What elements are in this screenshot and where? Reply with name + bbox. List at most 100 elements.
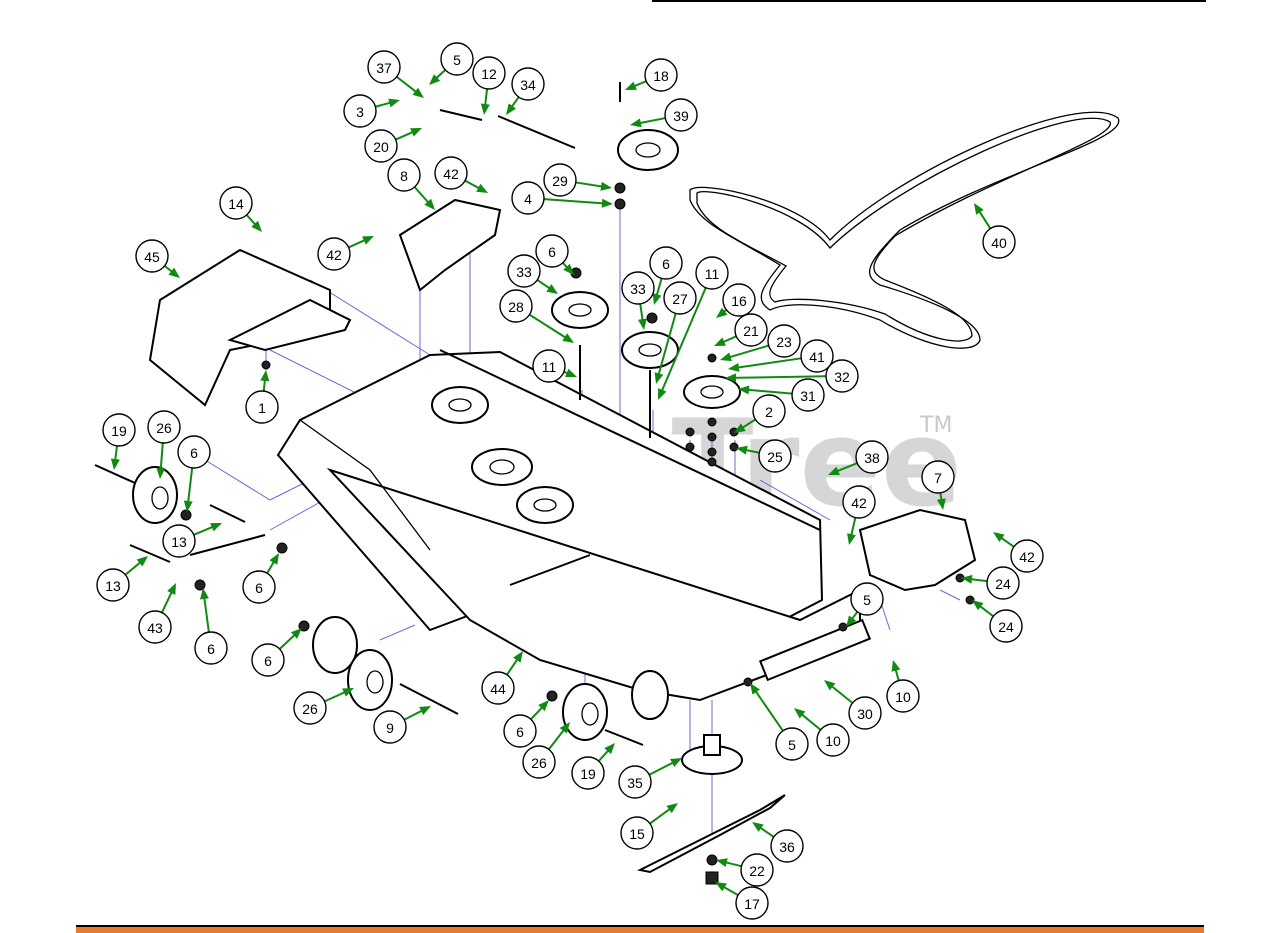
part-callout-6[interactable]: 6 [535, 234, 569, 268]
part-callout-5[interactable]: 5 [440, 42, 474, 76]
part-callout-37[interactable]: 37 [367, 50, 401, 84]
callout-number: 28 [508, 299, 524, 315]
leader-arrowhead [183, 500, 193, 512]
part-callout-6[interactable]: 6 [649, 246, 683, 280]
leader-arrowhead [565, 368, 577, 378]
part-callout-11[interactable]: 11 [532, 349, 566, 383]
leader-line [528, 313, 570, 341]
callout-number: 19 [580, 766, 596, 782]
part-callout-34[interactable]: 34 [511, 67, 545, 101]
part-callout-45[interactable]: 45 [135, 239, 169, 273]
leader-arrowhead [604, 743, 615, 755]
part-callout-6[interactable]: 6 [177, 435, 211, 469]
part-callout-32[interactable]: 32 [825, 359, 859, 393]
part-callout-33[interactable]: 33 [621, 271, 655, 305]
callout-number: 31 [800, 388, 816, 404]
discharge-deflector [148, 248, 352, 407]
callout-number: 38 [864, 450, 880, 466]
callout-circle [138, 610, 172, 644]
part-callout-28[interactable]: 28 [499, 289, 533, 323]
part-callout-38[interactable]: 38 [855, 440, 889, 474]
part-callout-41[interactable]: 41 [800, 339, 834, 373]
leader-arrowhead [601, 198, 613, 208]
part-callout-8[interactable]: 8 [387, 158, 421, 192]
part-callout-19[interactable]: 19 [571, 756, 605, 790]
part-callout-3[interactable]: 3 [343, 94, 377, 128]
callout-circle [245, 390, 279, 424]
part-callout-44[interactable]: 44 [481, 671, 515, 705]
callout-circle [135, 239, 169, 273]
part-callout-20[interactable]: 20 [364, 129, 398, 163]
part-callout-29[interactable]: 29 [543, 163, 577, 197]
callout-circle [242, 570, 276, 604]
part-callout-40[interactable]: 40 [982, 225, 1016, 259]
part-callout-16[interactable]: 16 [722, 283, 756, 317]
part-callout-17[interactable]: 17 [735, 886, 769, 920]
callout-circle [440, 42, 474, 76]
leader-arrowhead [715, 882, 727, 892]
part-callout-7[interactable]: 7 [921, 460, 955, 494]
part-callout-42[interactable]: 42 [317, 237, 351, 271]
part-callout-9[interactable]: 9 [373, 710, 407, 744]
part-callout-5[interactable]: 5 [775, 727, 809, 761]
part-callout-19[interactable]: 19 [102, 413, 136, 447]
part-callout-25[interactable]: 25 [758, 439, 792, 473]
part-callout-26[interactable]: 26 [147, 410, 181, 444]
part-callout-10[interactable]: 10 [816, 723, 850, 757]
part-callout-11[interactable]: 11 [695, 256, 729, 290]
part-callout-6[interactable]: 6 [194, 631, 228, 665]
leader-arrowhead [269, 553, 279, 565]
part-callout-24[interactable]: 24 [986, 566, 1020, 600]
leader-arrowhead [538, 700, 549, 712]
leader-arrowhead [506, 103, 517, 115]
part-callout-13[interactable]: 13 [96, 568, 130, 602]
part-callout-15[interactable]: 15 [620, 816, 654, 850]
part-callout-18[interactable]: 18 [644, 58, 678, 92]
part-callout-6[interactable]: 6 [503, 714, 537, 748]
part-callout-23[interactable]: 23 [767, 324, 801, 358]
part-callout-35[interactable]: 35 [618, 765, 652, 799]
part-callout-27[interactable]: 27 [663, 281, 697, 315]
part-callout-2[interactable]: 2 [752, 394, 786, 428]
part-callout-42[interactable]: 42 [842, 485, 876, 519]
part-callout-1[interactable]: 1 [245, 390, 279, 424]
part-callout-10[interactable]: 10 [886, 679, 920, 713]
callout-number: 41 [809, 349, 825, 365]
part-callout-36[interactable]: 36 [770, 829, 804, 863]
leader-line [186, 467, 194, 507]
part-callout-39[interactable]: 39 [664, 98, 698, 132]
part-callout-30[interactable]: 30 [848, 696, 882, 730]
rods-and-bolts [94, 82, 872, 746]
part-callout-42[interactable]: 42 [434, 156, 468, 190]
part-callout-4[interactable]: 4 [511, 181, 545, 215]
part-callout-33[interactable]: 33 [507, 254, 541, 288]
leader-arrowhead [630, 118, 642, 128]
part-callout-22[interactable]: 22 [740, 853, 774, 887]
part-callout-43[interactable]: 43 [138, 610, 172, 644]
callout-number: 17 [744, 896, 760, 912]
leader-arrowhead [936, 498, 946, 510]
part-callout-6[interactable]: 6 [242, 570, 276, 604]
callout-number: 42 [1019, 549, 1035, 565]
part-callout-26[interactable]: 26 [522, 745, 556, 779]
leader-arrowhead [847, 533, 856, 545]
callout-number: 11 [542, 359, 557, 375]
part-callout-12[interactable]: 12 [472, 56, 506, 90]
part-callout-21[interactable]: 21 [734, 313, 768, 347]
belt-covers [398, 198, 977, 592]
part-callout-26[interactable]: 26 [293, 691, 327, 725]
part-callout-5[interactable]: 5 [850, 582, 884, 616]
leader-line [733, 357, 802, 370]
callout-number: 9 [386, 720, 394, 736]
part-callout-13[interactable]: 13 [162, 524, 196, 558]
part-callout-24[interactable]: 24 [989, 609, 1023, 643]
part-callout-31[interactable]: 31 [791, 378, 825, 412]
part-callout-6[interactable]: 6 [251, 643, 285, 677]
footer-bar [76, 925, 1204, 933]
callout-number: 6 [207, 641, 215, 657]
part-callout-14[interactable]: 14 [219, 186, 253, 220]
callout-circle [775, 727, 809, 761]
part-callout-42[interactable]: 42 [1010, 539, 1044, 573]
callout-number: 33 [630, 281, 646, 297]
